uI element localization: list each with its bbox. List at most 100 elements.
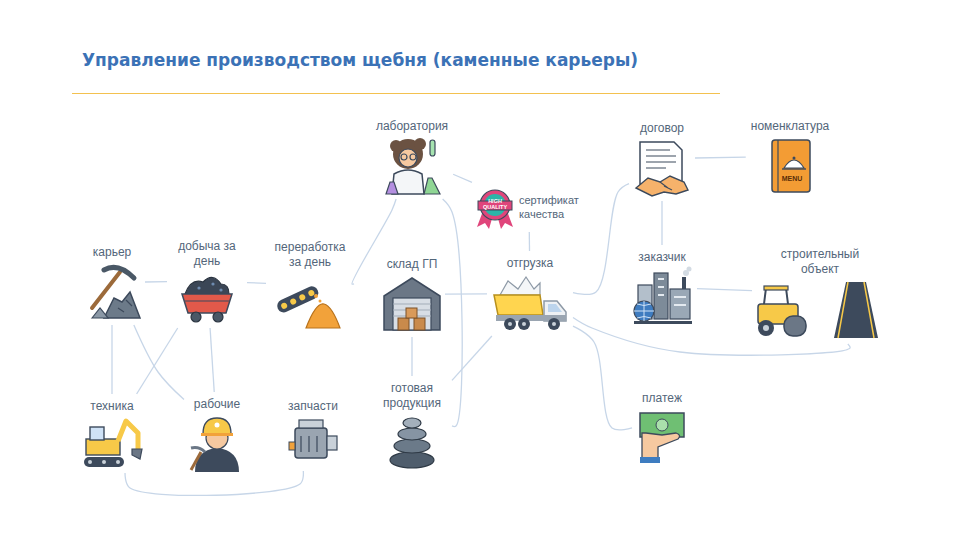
node-label: запчасти [288,399,338,414]
stacked-stones-icon [390,418,434,468]
customer-city-icon [634,267,692,325]
icon-shape [518,318,530,330]
node-label: готовая продукция [377,381,447,411]
icon-shape [508,322,512,326]
contract-icon [636,142,688,196]
icon-shape [784,160,804,168]
icon-shape [211,282,214,285]
icon-shape [191,448,205,453]
icon-shape [494,295,543,315]
icon-shape [191,452,201,470]
icon-shape [219,288,222,291]
icon-shape [213,312,223,322]
icon-node: техника [80,397,144,470]
icon-shape [634,301,654,321]
connector-line [445,293,487,295]
icon-node: готовая продукция [375,379,449,471]
connector-line [573,317,850,355]
icon-node: заказчик [630,248,694,327]
icon-shape [182,294,232,313]
icon-shape [102,460,106,464]
icon-slot [384,138,440,194]
icon-shape [758,320,774,336]
icon-shape [410,154,416,160]
icon-shape [299,420,323,428]
connector-line [137,328,178,394]
icon-shape [552,322,556,326]
menu-label: MENU [782,175,803,182]
icon-shape [203,418,231,434]
node-label: техника [90,399,133,414]
node-label: заказчик [638,250,686,265]
quarry-icon [92,267,140,318]
icon-shape [90,427,104,440]
icon-shape [660,182,672,190]
icon-node: строительный объект [755,245,885,341]
icon-shape [185,300,229,301]
icon-node: склад ГП [382,255,442,334]
icon-shape [414,318,425,330]
icon-shape [480,190,510,220]
icon-shape [275,284,320,314]
icon-shape [687,267,692,272]
icon-shape [84,457,124,467]
node-label: платеж [642,391,682,406]
icon-slot [492,275,568,331]
icon-slot [84,264,140,320]
node-label: переработка за день [271,240,349,270]
icon-shape [215,423,220,428]
icon-shape [764,286,788,290]
icon-shape [319,300,322,303]
icon-shape [634,301,654,321]
icon-shape [327,436,337,450]
connector-line [443,199,463,426]
icon-shape [504,318,516,330]
connector-line [247,282,266,284]
icon-node: добыча за день [170,237,244,325]
icon-shape [406,308,417,318]
diagram-title: Управление производством щебня (каменные… [82,50,638,70]
badge-text: HIGH QUALITY [480,199,510,210]
icon-shape [390,452,434,468]
node-label: сертификат качества [519,193,581,221]
icon-node: платеж [635,389,689,466]
warehouse-icon [384,278,440,330]
mine-cart-icon [182,277,232,322]
icon-shape [116,460,120,464]
icon-shape [634,321,692,324]
icon-slot [189,416,245,472]
icon-shape [298,293,306,301]
icon-shape [306,304,340,328]
icon-shape [793,157,796,160]
connector-line [134,325,184,400]
connector-line [145,281,167,283]
icon-shape [280,302,288,310]
icon-slot [278,274,342,330]
excavator-icon [84,421,142,467]
menu-book-icon [772,140,810,192]
icon-shape [398,318,409,330]
quality-badge-icon [477,190,513,229]
icon-shape [834,282,878,338]
icon-shape [500,277,540,295]
icon-shape [424,178,440,194]
icon-shape [195,448,239,472]
icon-shape [301,436,317,452]
icon-shape [185,277,229,294]
icon-shape [289,298,297,306]
icon-shape [386,182,398,194]
connector-line [573,184,629,295]
icon-shape [191,312,201,322]
payment-icon [640,413,684,463]
icon-slot [632,269,692,325]
icon-shape [656,419,668,431]
icon-shape [104,267,134,278]
icon-shape [548,304,562,312]
worker-icon [191,418,239,472]
icon-shape [838,282,874,338]
icon-slot [287,418,339,466]
icon-shape [390,140,402,152]
node-label: договор [640,121,684,136]
icon-slot [637,410,687,464]
